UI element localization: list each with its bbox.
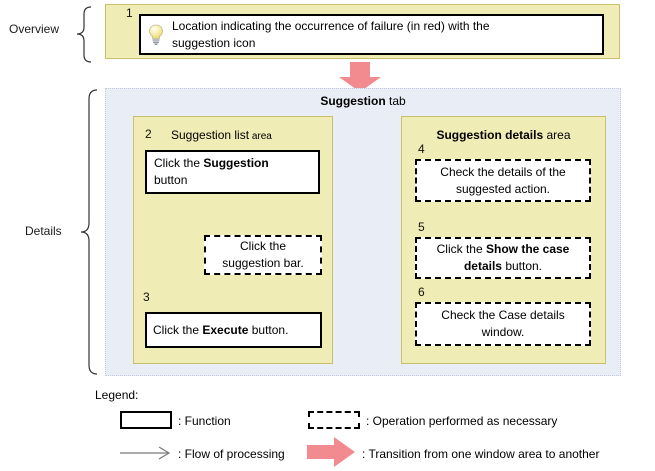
step-6-number: 6 xyxy=(418,285,425,299)
legend-function-swatch xyxy=(120,411,172,429)
overview-text: Location indicating the occurrence of fa… xyxy=(172,18,490,50)
suggestion-bar-box: Click the suggestion bar. xyxy=(204,235,322,275)
case-details-window-box: Check the Case details window. xyxy=(415,302,591,346)
legend-function-label: : Function xyxy=(178,414,231,428)
step-5-number: 5 xyxy=(418,220,425,234)
step-2-number: 2 xyxy=(145,127,152,141)
suggestion-button-box: Click the Suggestion button xyxy=(145,150,320,194)
step-4-number: 4 xyxy=(418,142,425,156)
overview-panel: 1 Location indicating the occurrence of … xyxy=(105,4,620,59)
legend-transition-arrow xyxy=(307,437,355,467)
suggestion-tab-title: Suggestion tab xyxy=(320,94,406,108)
legend-title: Legend: xyxy=(95,388,139,402)
step-1-number: 1 xyxy=(126,6,133,20)
details-brace xyxy=(80,89,98,375)
suggestion-list-area: 2 Suggestion list area Click the Suggest… xyxy=(133,116,333,364)
overview-label: Overview xyxy=(9,22,60,36)
execute-button-box: Click the Execute button. xyxy=(145,312,322,348)
legend-flow-label: : Flow of processing xyxy=(178,447,285,461)
legend-operation-label: : Operation performed as necessary xyxy=(366,414,558,428)
check-details-box: Check the details of the suggested actio… xyxy=(415,159,591,202)
show-case-details-box: Click the Show the case details button. xyxy=(415,237,591,279)
suggestion-details-area-header: Suggestion details area xyxy=(436,128,571,142)
step-3-number: 3 xyxy=(143,290,150,304)
details-label: Details xyxy=(25,224,62,238)
suggestion-lightbulb-icon xyxy=(149,24,163,45)
overview-function-box: Location indicating the occurrence of fa… xyxy=(139,14,604,55)
legend-operation-swatch xyxy=(308,411,360,429)
overview-brace xyxy=(76,6,92,63)
legend-transition-label: : Transition from one window area to ano… xyxy=(362,447,600,461)
suggestion-tab-panel: Suggestion tab 2 Suggestion list area Cl… xyxy=(105,88,621,376)
suggestion-details-area: Suggestion details area 4 Check the deta… xyxy=(401,116,606,364)
suggestion-list-area-header: Suggestion list area xyxy=(171,128,272,142)
legend-flow-arrowhead xyxy=(158,446,171,460)
